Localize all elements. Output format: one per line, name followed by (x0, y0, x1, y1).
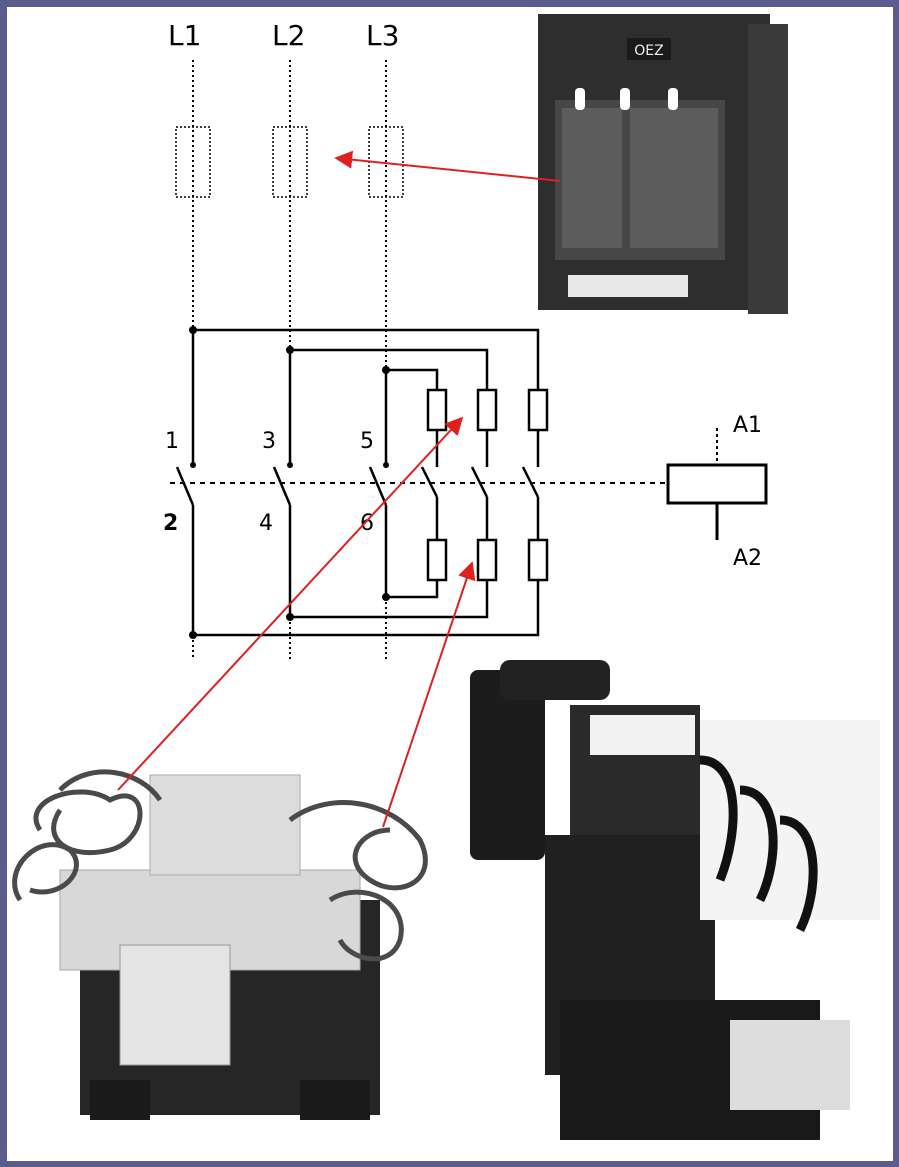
fuse-l1 (175, 126, 211, 198)
capacitor-contactor-photo-right (470, 660, 880, 1140)
fuse-outlines (175, 126, 404, 198)
phase-label-l1: L1 (168, 19, 201, 52)
diagram-canvas: L1 L2 L3 (7, 7, 893, 1161)
terminal-1: 1 (165, 429, 179, 454)
schematic-diagram: L1 L2 L3 (12, 14, 880, 1140)
contactor-circuit (191, 328, 540, 637)
pointer-arrows (117, 150, 561, 828)
coil-label-a2: A2 (733, 546, 762, 571)
fuse-l2 (272, 126, 308, 198)
contactor-coil (666, 463, 768, 505)
damping-resistors (426, 388, 549, 582)
supply-lines (192, 60, 387, 660)
arrow-to-upper-resistors (117, 416, 464, 791)
phase-label-l3: L3 (366, 19, 399, 52)
terminal-5: 5 (360, 429, 374, 454)
switch-contacts (175, 466, 540, 506)
phase-label-l2: L2 (272, 19, 305, 52)
coil-label-a1: A1 (733, 413, 762, 438)
terminal-2: 2 (163, 511, 178, 536)
junction-dots (189, 326, 390, 639)
capacitor-contactor-photo-left (12, 769, 428, 1120)
arrow-to-lower-resistors (382, 561, 476, 828)
arrow-to-fuses (334, 150, 561, 182)
terminal-4: 4 (259, 511, 273, 536)
fuse-holder-photo: OEZ (538, 14, 788, 314)
terminal-3: 3 (262, 429, 276, 454)
fuse-holder-brand: OEZ (634, 43, 663, 59)
